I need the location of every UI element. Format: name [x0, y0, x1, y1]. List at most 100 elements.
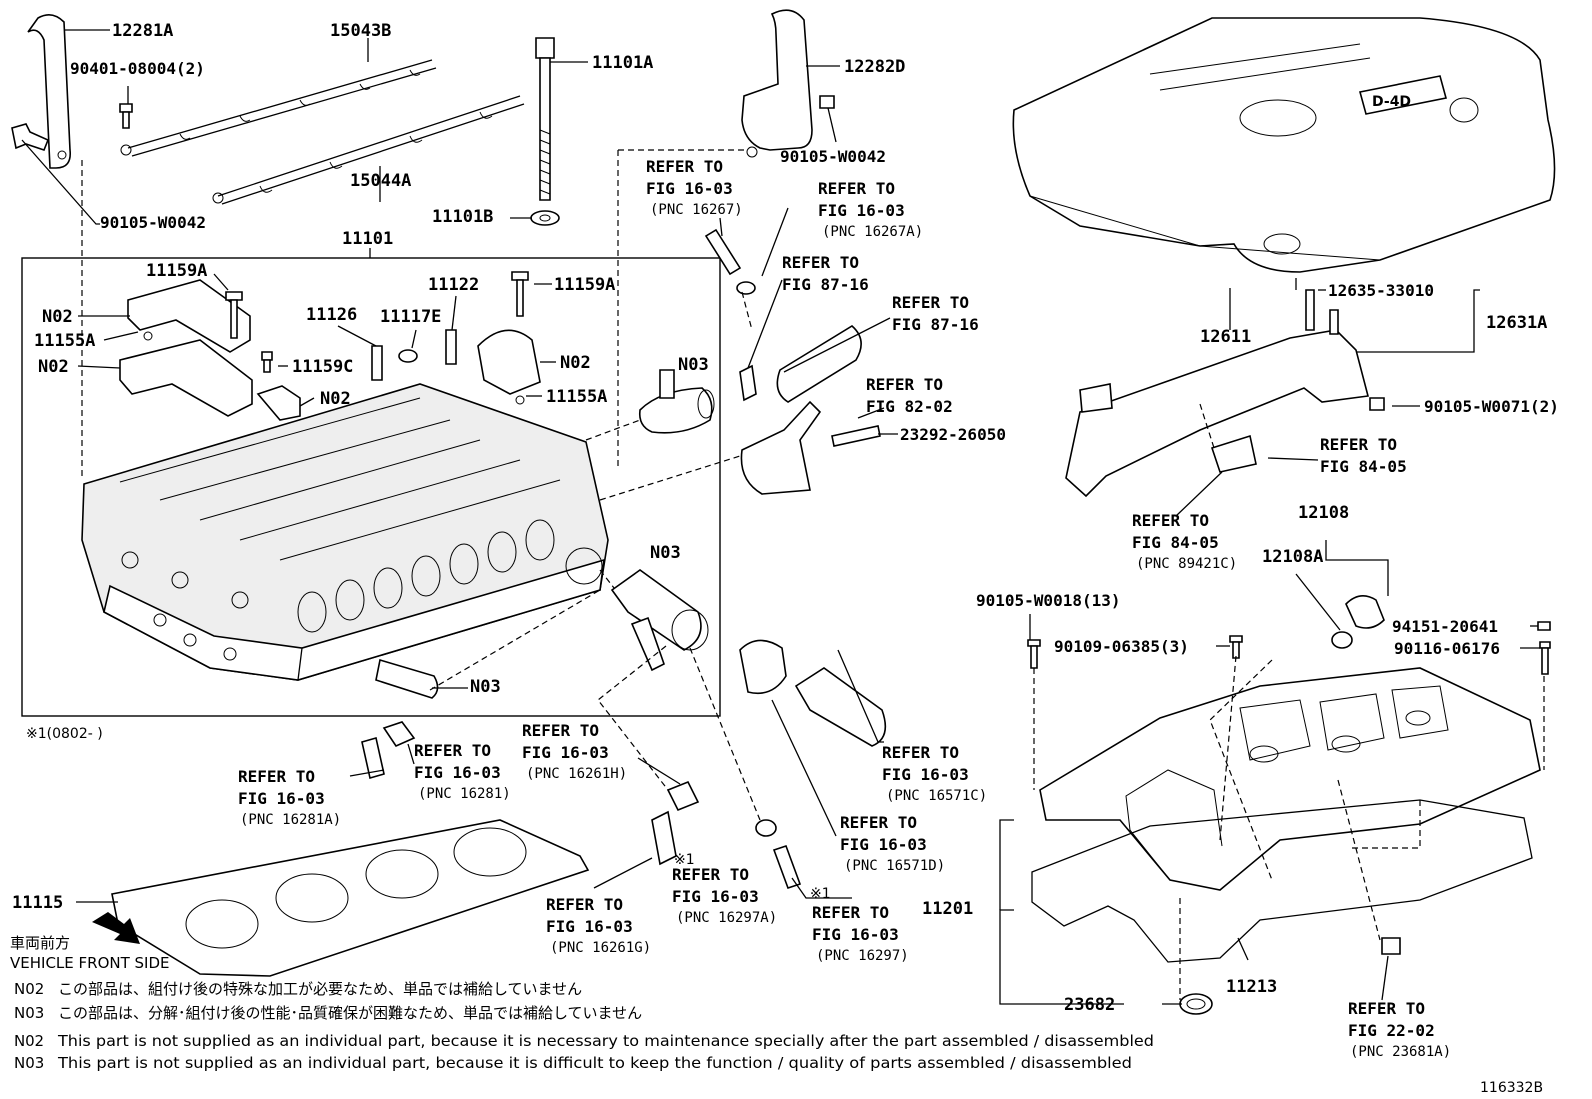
- refer-r7: REFER TO FIG 84-05 (PNC 89421C): [1132, 511, 1237, 572]
- refer-r14: REFER TO FIG 16-03 (PNC 16261G): [546, 895, 651, 956]
- svg-text:(PNC 16297A): (PNC 16297A): [676, 910, 777, 926]
- svg-text:FIG 87-16: FIG 87-16: [782, 275, 869, 294]
- bolt-90401: [119, 103, 133, 129]
- label-11155a-a: 11155A: [34, 331, 95, 351]
- label-11201: 11201: [922, 899, 973, 919]
- svg-text:(PNC 16261H): (PNC 16261H): [526, 766, 627, 782]
- label-11122: 11122: [428, 275, 479, 295]
- svg-text:REFER TO: REFER TO: [818, 179, 895, 198]
- star1-a: ※1: [674, 852, 695, 868]
- star1-b: ※1: [810, 886, 831, 902]
- svg-text:REFER TO: REFER TO: [1348, 999, 1425, 1018]
- cylinder-head-11101: [81, 383, 609, 681]
- svg-text:REFER TO: REFER TO: [546, 895, 623, 914]
- label-n02-d: N02: [560, 353, 591, 373]
- hose-pieces: [361, 228, 887, 890]
- svg-text:REFER TO: REFER TO: [840, 813, 917, 832]
- svg-text:REFER TO: REFER TO: [882, 743, 959, 762]
- svg-text:(PNC 16297): (PNC 16297): [816, 948, 909, 964]
- label-n02-b: N02: [38, 357, 69, 377]
- plug-refer-22-02: [1381, 937, 1401, 955]
- small-bolts: [225, 271, 529, 381]
- head-bolt-11101a: [530, 37, 560, 226]
- refer-r5: REFER TO FIG 82-02: [866, 375, 953, 416]
- label-12611: 12611: [1200, 327, 1251, 347]
- leader-lines: [21, 29, 1540, 1005]
- svg-text:FIG 22-02: FIG 22-02: [1348, 1021, 1435, 1040]
- label-12108a: 12108A: [1262, 547, 1323, 567]
- head-gasket-11115: [111, 819, 590, 977]
- refer-r11: REFER TO FIG 16-03 (PNC 16571C): [882, 743, 987, 804]
- label-12631a: 12631A: [1486, 313, 1547, 333]
- svg-text:REFER TO: REFER TO: [672, 865, 749, 884]
- label-11115: 11115: [12, 893, 63, 913]
- refer-r6: REFER TO FIG 84-05: [1320, 435, 1407, 476]
- label-11101b: 11101B: [432, 207, 493, 227]
- bearing-caps-n02: [119, 279, 541, 421]
- svg-text:REFER TO: REFER TO: [812, 903, 889, 922]
- small-bolts-right: [1027, 621, 1551, 675]
- svg-text:(PNC 16267): (PNC 16267): [650, 202, 743, 218]
- svg-text:(PNC 16281A): (PNC 16281A): [240, 812, 341, 828]
- svg-text:REFER TO: REFER TO: [1320, 435, 1397, 454]
- label-n02-a: N02: [42, 307, 73, 327]
- label-90105-b: 90105-W0042: [100, 213, 206, 232]
- front-side-jp: 車両前方: [10, 934, 70, 952]
- fitting-n03-low: [375, 658, 439, 699]
- svg-text:FIG 16-03: FIG 16-03: [414, 763, 501, 782]
- engine-cover-12611: D-4D: [1012, 17, 1556, 273]
- label-11101: 11101: [342, 229, 393, 249]
- label-90109: 90109-06385(3): [1054, 637, 1189, 656]
- svg-text:REFER TO: REFER TO: [1132, 511, 1209, 530]
- label-90401: 90401-08004(2): [70, 59, 205, 78]
- svg-text:FIG 84-05: FIG 84-05: [1132, 533, 1219, 552]
- part-labels: 12281A 15043B 11101A 12282D 90401-08004(…: [12, 21, 1559, 1096]
- refer-r16: REFER TO FIG 22-02 (PNC 23681A): [1348, 999, 1451, 1060]
- note-n03-en: This part is not supplied as an individu…: [57, 1054, 1132, 1072]
- refer-r9: REFER TO FIG 16-03 (PNC 16281A): [238, 767, 341, 828]
- cover-badge: D-4D: [1372, 94, 1411, 110]
- star1-note: ※1(0802- ): [26, 726, 103, 742]
- label-12108: 12108: [1298, 503, 1349, 523]
- label-11126: 11126: [306, 305, 357, 325]
- refer-r13: REFER TO FIG 16-03 (PNC 16297A): [672, 865, 777, 926]
- seal-23682: [1179, 993, 1213, 1015]
- note-n02-jp: この部品は、組付け後の特殊な加工が必要なため、単品では補給していません: [58, 980, 582, 998]
- svg-text:(PNC 23681A): (PNC 23681A): [1350, 1044, 1451, 1060]
- svg-text:FIG 16-03: FIG 16-03: [882, 765, 969, 784]
- refer-r8: REFER TO FIG 16-03 (PNC 16281): [414, 741, 511, 802]
- label-23292: 23292-26050: [900, 425, 1006, 444]
- label-90105-18: 90105-W0018(13): [976, 591, 1121, 610]
- label-11155a-b: 11155A: [546, 387, 607, 407]
- label-90105-71: 90105-W0071(2): [1424, 397, 1559, 416]
- label-15043b: 15043B: [330, 21, 391, 41]
- note-n02-en: This part is not supplied as an individu…: [57, 1032, 1154, 1050]
- refer-r3: REFER TO FIG 87-16: [782, 253, 869, 294]
- refer-r2: REFER TO FIG 16-03 (PNC 16267A): [818, 179, 923, 240]
- label-12282d: 12282D: [844, 57, 905, 77]
- oil-filler-cap-12108: [1331, 595, 1385, 649]
- svg-text:FIG 16-03: FIG 16-03: [238, 789, 325, 808]
- svg-text:REFER TO: REFER TO: [866, 375, 943, 394]
- figure-number: 116332B: [1480, 1080, 1543, 1096]
- front-side-en: VEHICLE FRONT SIDE: [10, 954, 170, 972]
- refer-r12: REFER TO FIG 16-03 (PNC 16571D): [840, 813, 945, 874]
- note-n03-jp-code: N03: [14, 1004, 44, 1022]
- svg-text:FIG 84-05: FIG 84-05: [1320, 457, 1407, 476]
- svg-text:(PNC 16281): (PNC 16281): [418, 786, 511, 802]
- svg-text:REFER TO: REFER TO: [892, 293, 969, 312]
- label-11159a-a: 11159A: [146, 261, 207, 281]
- refer-r10: REFER TO FIG 16-03 (PNC 16261H): [522, 721, 627, 782]
- fitting-n03-mid: [610, 569, 709, 672]
- svg-text:FIG 16-03: FIG 16-03: [672, 887, 759, 906]
- svg-text:REFER TO: REFER TO: [414, 741, 491, 760]
- dashed-lines: [81, 149, 1545, 1000]
- svg-text:(PNC 16571C): (PNC 16571C): [886, 788, 987, 804]
- wire-protector-15044a: [212, 95, 525, 205]
- label-n03-b: N03: [650, 543, 681, 563]
- svg-text:FIG 16-03: FIG 16-03: [546, 917, 633, 936]
- wire-protector-15043b: [120, 59, 437, 157]
- label-94151: 94151-20641: [1392, 617, 1498, 636]
- footnotes: N02 この部品は、組付け後の特殊な加工が必要なため、単品では補給していません …: [14, 980, 1154, 1072]
